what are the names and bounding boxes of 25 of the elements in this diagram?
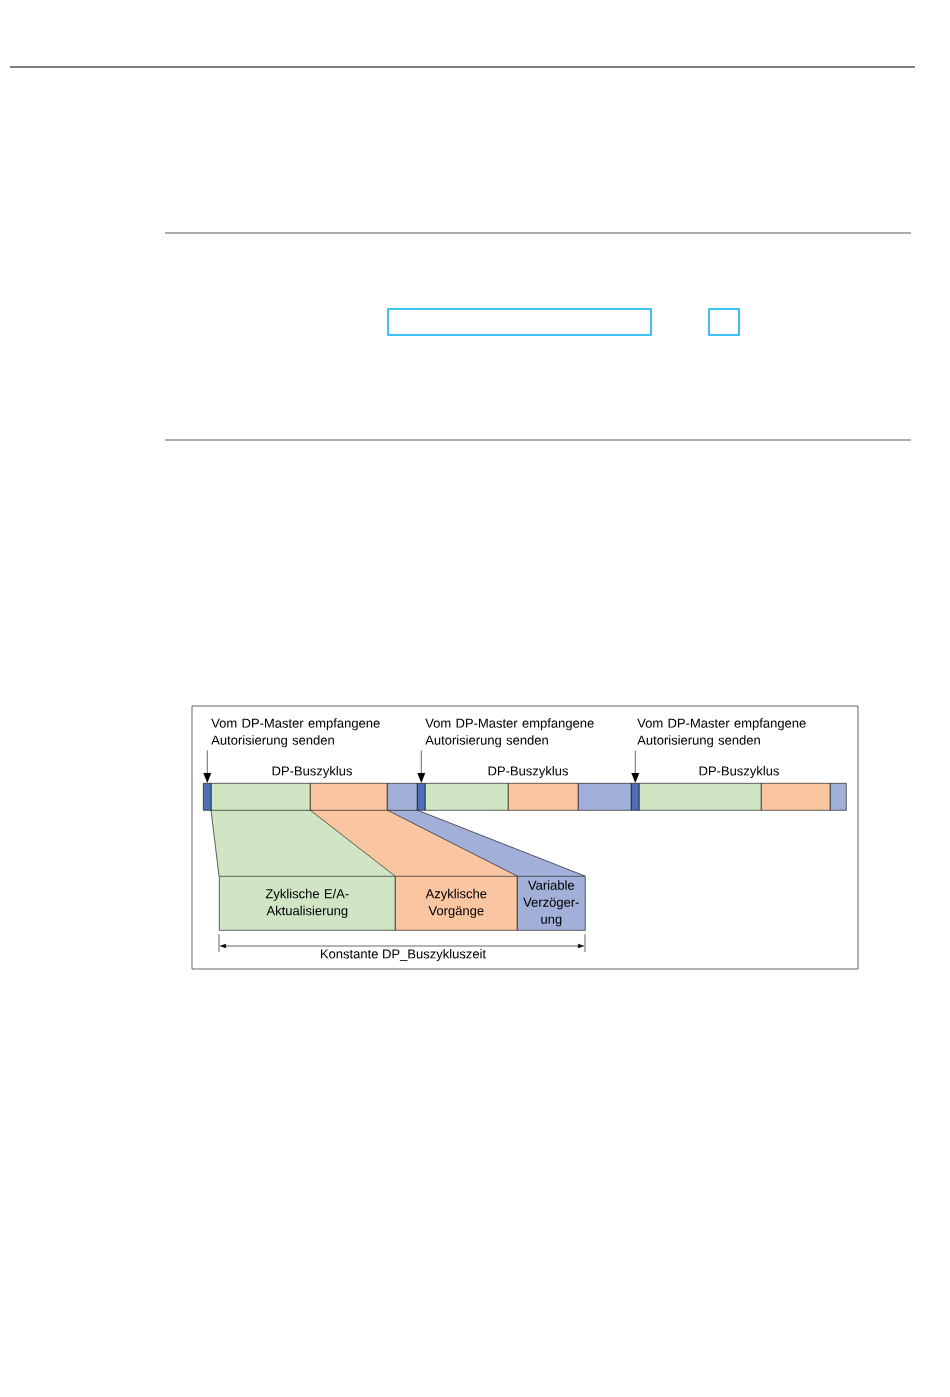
cycle-label: DP-Buszyklus [488,765,568,779]
arrow [417,750,426,783]
token-segment [631,783,640,811]
phase-box: Zyklische E/A-Aktualisierung [219,876,396,931]
bus-segment [211,783,311,811]
annotation-text: Vom DP-Master empfangene Autorisierung senden [637,718,806,748]
bus-segment [508,783,579,811]
bus-segment [639,783,762,811]
annotation-text: Vom DP-Master empfangene Autorisierung senden [425,718,594,748]
phase-box: Variable Verzöger-ung [517,876,586,931]
bus-segment [578,783,632,811]
bus-segment [830,783,847,811]
token-segment [417,783,426,811]
bus-segment [425,783,509,811]
annotation-text: Vom DP-Master empfangene Autorisierung senden [211,718,380,748]
bus-segment [310,783,388,811]
bus-segment [387,783,418,811]
token-segment [203,783,212,811]
arrow [631,750,640,783]
phase-box: Azyklische Vorgänge [395,876,518,931]
arrow [203,750,212,783]
bus-segment [761,783,831,811]
cycle-label: DP-Buszyklus [699,765,779,779]
dimension-label: Konstante DP_Buszykluszeit [320,948,486,962]
cycle-label: DP-Buszyklus [272,765,352,779]
